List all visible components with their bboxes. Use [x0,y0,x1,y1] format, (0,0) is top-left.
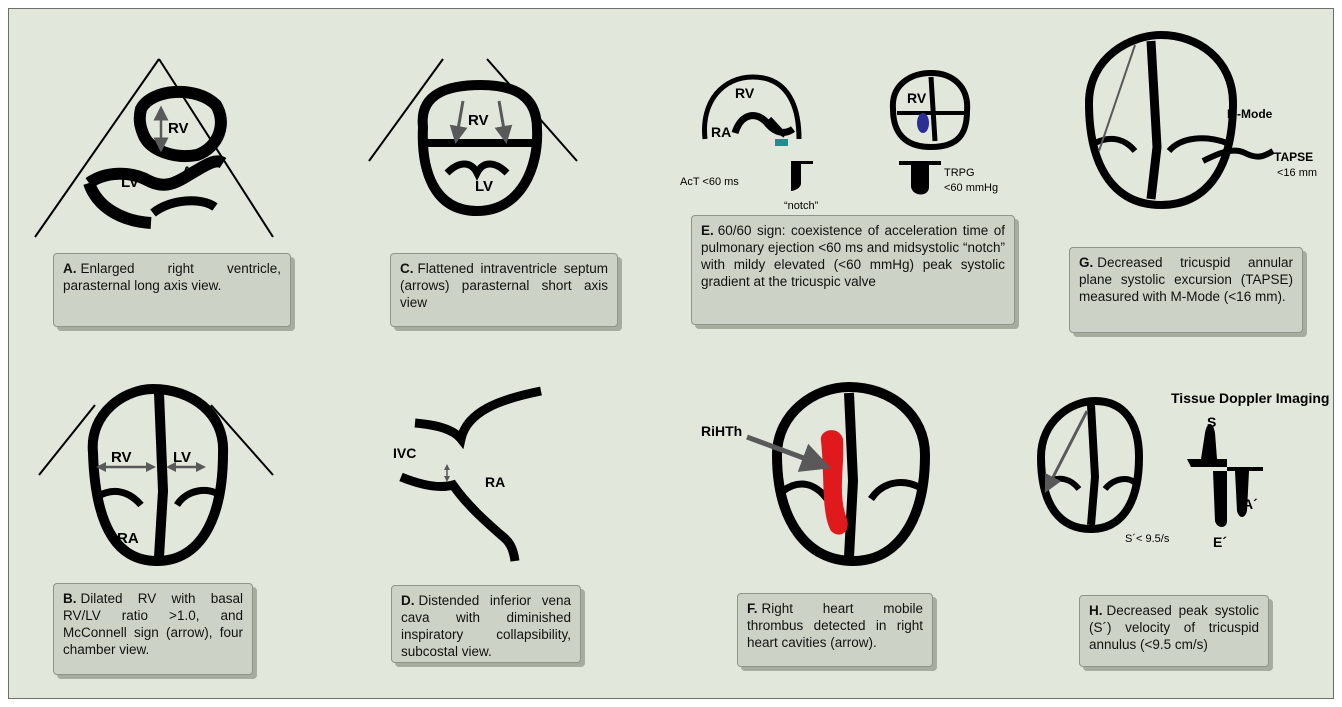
septum-arrow-1 [457,101,463,135]
papillary-muscles [447,164,507,173]
lv-posterior-wall [89,183,151,223]
sector-line-left [35,59,159,237]
label-s: S [1207,414,1216,430]
caption-c-text: Flattened intraventricle septum (arrows)… [400,261,608,310]
pulmonary-sample-volume [775,139,788,146]
panel-b-diagram: RV LV RA [39,389,273,561]
ivc-upper-wall [415,391,541,439]
septum [849,393,853,557]
caption-d-text: Distended inferior vena cava with dimini… [401,593,571,659]
label-ivc: IVC [393,445,416,461]
caption-a-letter: A. [63,261,77,276]
caption-d: D.Distended inferior vena cava with dimi… [391,585,581,663]
caption-h-text: Decreased peak systolic (S´) velocity of… [1089,603,1259,652]
tapse-trace [1203,151,1273,161]
caption-f: F.Right heart mobile thrombus detected i… [737,593,933,667]
caption-f-text: Right heart mobile thrombus detected in … [747,601,923,650]
label-rv: RV [468,112,489,129]
caption-c: C.Flattened intraventricle septum (arrow… [390,253,618,327]
label-ra: RA [117,530,139,547]
septum-arrow-2 [499,101,505,135]
label-rv-2: RV [907,90,927,106]
caption-e-letter: E. [701,223,714,238]
caption-a: A.Enlarged right ventricle, parasternal … [53,253,291,327]
label-a-prime: A´ [1243,496,1258,512]
caption-d-letter: D. [401,593,415,608]
panel-e-diagram: RV RA AcT <60 ms “notch” RV TRPG <60 mmH… [680,73,998,212]
panel-d-diagram: IVC RA [393,391,541,561]
pulmonary-doppler-notch [791,161,813,191]
figure-frame: RV LV Ao LA RV LV RV RA AcT <60 ms “notc… [8,8,1334,699]
caption-b: B.Dilated RV with basal RV/LV ratio >1.0… [53,583,253,675]
label-lv: LV [121,174,139,191]
caption-a-text: Enlarged right ventricle, parasternal lo… [63,261,281,293]
panel-f-diagram: RiHTh [701,387,925,561]
label-lv: LV [173,449,191,466]
label-act: AcT <60 ms [680,176,739,188]
label-tapse-value: <16 mm [1277,167,1317,179]
label-ra: RA [711,124,731,140]
sector-line-left [39,405,95,475]
label-rv-1: RV [735,85,755,101]
septum [159,393,163,557]
label-tdi-title: Tissue Doppler Imaging [1171,390,1329,406]
panel-g-diagram: M-Mode TAPSE <16 mm [1089,35,1317,205]
caption-e-text: 60/60 sign: coexistence of acceleration … [701,223,1005,289]
label-e-prime: E´ [1213,534,1227,550]
label-ao: Ao [182,163,201,179]
panel-a-diagram: RV LV Ao LA [35,59,273,237]
septum [1091,405,1095,525]
label-la: LA [180,197,193,208]
small-septum [931,77,935,141]
septum-wall [89,161,223,184]
caption-e: E.60/60 sign: coexistence of acceleratio… [691,215,1015,325]
tricuspid-doppler [899,161,941,195]
label-rv: RV [111,449,132,466]
caption-c-letter: C. [400,261,414,276]
caption-g: G.Decreased tricuspid annular plane syst… [1069,247,1303,333]
label-lv: LV [475,178,493,195]
label-notch: “notch” [784,200,819,212]
caption-b-letter: B. [63,591,77,606]
panel-c-diagram: RV LV [369,59,577,211]
tricuspid-sample-volume [917,113,929,133]
caption-h: H.Decreased peak systolic (S´) velocity … [1079,595,1269,667]
caption-g-letter: G. [1079,255,1093,270]
label-m-mode: M-Mode [1227,107,1273,121]
label-s-value: S´< 9.5/s [1125,533,1170,545]
thrombus-shape [821,430,848,534]
caption-h-letter: H. [1089,603,1103,618]
caption-f-letter: F. [747,601,758,616]
label-rihth: RiHTh [701,423,742,439]
label-rv: RV [168,120,189,137]
label-trpg: TRPG [944,167,975,179]
label-ra: RA [485,474,505,490]
label-trpg-value: <60 mmHg [944,182,998,194]
rvot-valve [735,116,793,133]
panel-h-diagram: Tissue Doppler Imaging S A´ E´ S´< 9.5/s [1041,390,1329,550]
septum [1151,41,1157,199]
caption-g-text: Decreased tricuspid annular plane systol… [1079,255,1293,304]
heart-outline [1089,35,1233,205]
caption-b-text: Dilated RV with basal RV/LV ratio >1.0, … [63,591,243,657]
label-tapse: TAPSE [1274,150,1313,164]
